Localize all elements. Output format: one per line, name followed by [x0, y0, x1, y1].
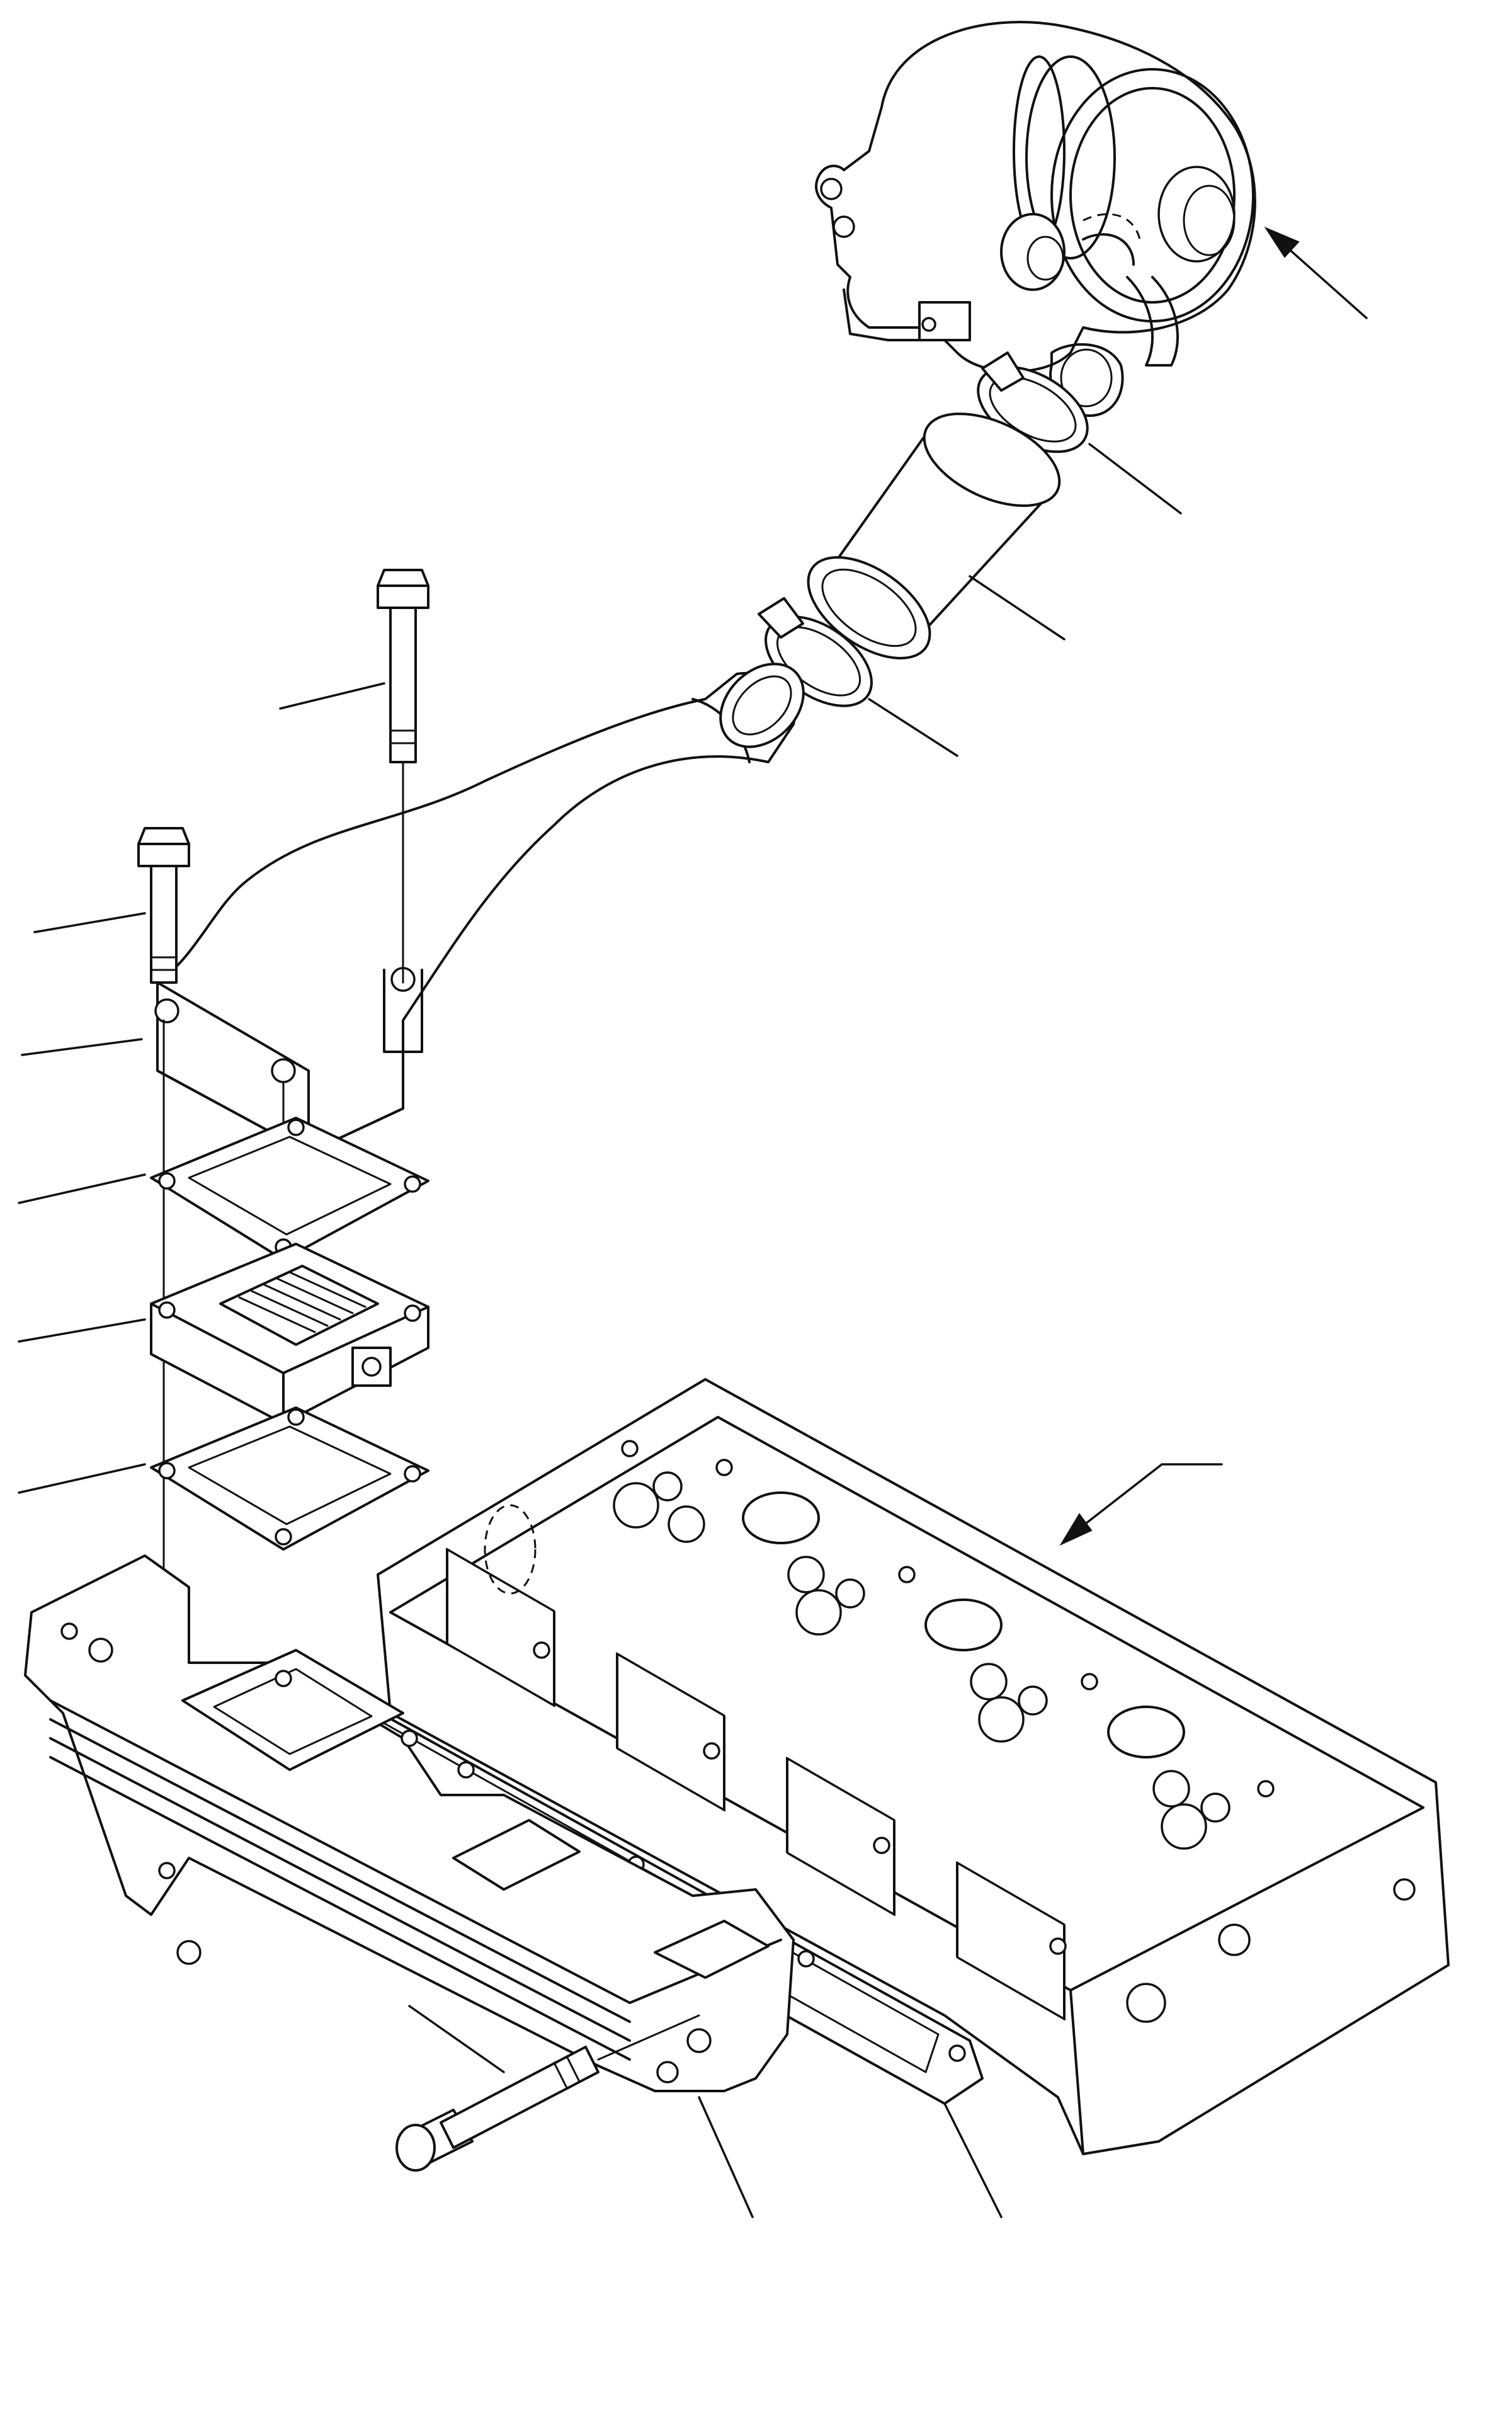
bolt-long: [377, 569, 429, 984]
gasket-upper-leader: [18, 1173, 146, 1204]
gasket-upper: [150, 1117, 429, 1261]
manifold-bolt-leader: [408, 2005, 505, 2073]
cylinder-ports: [533, 1440, 1275, 1955]
bolt-short-leader: [33, 912, 146, 933]
intake-hose-leader: [969, 575, 1066, 641]
hose-clamp-upper-leader: [1088, 443, 1182, 515]
hose-clamp-lower-leader: [868, 698, 958, 757]
turbocharger: [815, 21, 1256, 417]
intake-heater-leader: [18, 1318, 146, 1343]
intake-connector-pipe: [154, 663, 805, 1154]
connector-pipe-leader: [21, 1038, 143, 1056]
gasket-lower-leader: [18, 1463, 146, 1494]
cylinder-head-leader: [1059, 1463, 1223, 1546]
turbocharger-leader: [1264, 226, 1368, 319]
manifold-bolt: [395, 2014, 700, 2172]
intake-manifold: [24, 1554, 795, 2092]
bolt-short: [137, 827, 190, 984]
manifold-gasket-leader: [943, 2102, 1003, 2218]
bolt-long-leader: [279, 682, 385, 710]
cylinder-head: [377, 1378, 1450, 2155]
manifold-leader: [698, 2096, 754, 2218]
intake-hose: [807, 413, 1061, 659]
gasket-lower: [150, 1406, 429, 1551]
intake-heater: [150, 1243, 429, 1425]
